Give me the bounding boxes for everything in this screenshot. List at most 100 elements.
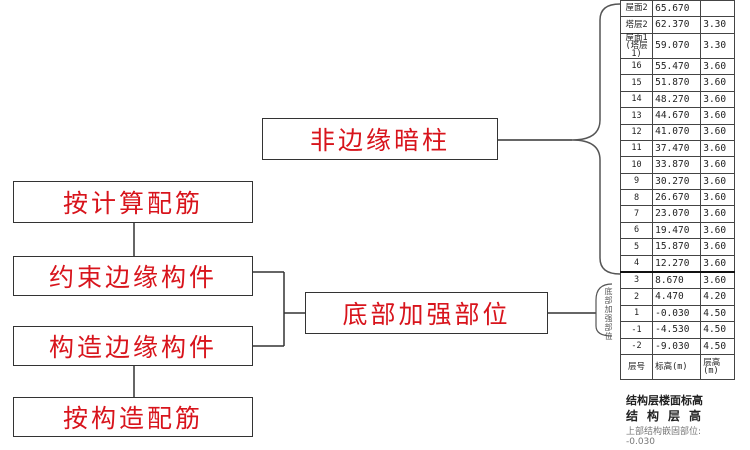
caption-floor-height: 结构层高 (626, 409, 711, 423)
caption-floor-elevation: 结构层楼面标高 (626, 394, 703, 407)
table-cell-floor: 2 (619, 288, 654, 306)
table-cell-floor: -2 (619, 337, 654, 356)
table-cell-floor: 塔层2 (619, 16, 654, 34)
table-cell-elev: 62.370 (652, 16, 702, 34)
table-cell-floor: 6 (619, 221, 654, 240)
table-cell-height: 3.60 (700, 74, 735, 92)
table-cell-height: 3.30 (700, 16, 735, 34)
table-cell-height (700, 0, 735, 18)
table-cell-elev: -0.030 (652, 304, 702, 323)
table-cell-elev: -9.030 (652, 337, 702, 356)
table-cell-elev: 33.870 (652, 156, 702, 174)
table-cell-height: 3.60 (700, 238, 735, 256)
box-bottom-strengthened-zone: 底部加强部位 (305, 292, 548, 334)
box-by-calculation-reinforcement: 按计算配筋 (13, 181, 253, 223)
table-cell-floor: 9 (619, 172, 654, 191)
table-cell-elev: 15.870 (652, 238, 702, 256)
table-cell-floor: 屋面1(塔层1) (619, 32, 654, 59)
box-non-edge-hidden-column: 非边缘暗柱 (262, 118, 498, 160)
table-cell-height: 3.60 (700, 189, 735, 207)
table-cell-elev: 41.070 (652, 123, 702, 141)
table-header-height: 层高(m) (700, 354, 735, 380)
table-cell-elev: 30.270 (652, 172, 702, 191)
small-bracket (595, 283, 613, 337)
table-cell-height: 3.60 (700, 156, 735, 174)
table-cell-height: 4.50 (700, 337, 735, 356)
table-cell-elev: 51.870 (652, 74, 702, 92)
table-cell-elev: 44.670 (652, 107, 702, 125)
caption-embed-note: 上部结构嵌固部位:-0.030 (626, 427, 702, 447)
table-cell-floor: 12 (619, 123, 654, 141)
table-cell-elev: 65.670 (652, 0, 702, 18)
table-cell-floor: 15 (619, 74, 654, 92)
table-cell-floor: 8 (619, 189, 654, 207)
table-cell-elev: 37.470 (652, 139, 702, 158)
table-cell-height: 3.60 (700, 172, 735, 191)
table-cell-floor: 16 (619, 57, 654, 76)
table-cell-elev: 19.470 (652, 221, 702, 240)
table-cell-height: 3.60 (700, 90, 735, 109)
table-cell-elev: 48.270 (652, 90, 702, 109)
table-cell-floor: -1 (619, 321, 654, 339)
table-cell-floor: 11 (619, 139, 654, 158)
table-cell-height: 4.50 (700, 321, 735, 339)
table-cell-height: 3.60 (700, 107, 735, 125)
box-constrained-edge-member: 约束边缘构件 (13, 256, 253, 296)
box-structural-edge-member: 构造边缘构件 (13, 326, 253, 366)
table-cell-height: 3.60 (700, 271, 735, 290)
table-cell-floor: 3 (619, 271, 654, 290)
table-cell-elev: 8.670 (652, 271, 702, 290)
table-cell-height: 4.20 (700, 288, 735, 306)
table-cell-floor: 5 (619, 238, 654, 256)
table-header-floor: 层号 (619, 354, 654, 380)
table-cell-elev: 59.070 (652, 32, 702, 59)
table-header-elev: 标高(m) (652, 354, 702, 380)
table-cell-floor: 1 (619, 304, 654, 323)
table-cell-elev: 4.470 (652, 288, 702, 306)
table-cell-floor: 13 (619, 107, 654, 125)
table-cell-floor: 屋面2 (619, 0, 654, 18)
table-cell-height: 3.60 (700, 57, 735, 76)
curly-brace (571, 3, 621, 275)
table-cell-elev: 26.670 (652, 189, 702, 207)
table-cell-floor: 4 (619, 254, 654, 273)
table-header-row: 层号标高(m)层高(m) (619, 354, 735, 380)
side-label-bottom-zone: 底部加强部位 (604, 287, 613, 341)
table-cell-elev: 12.270 (652, 254, 702, 273)
table-cell-height: 4.50 (700, 304, 735, 323)
table-cell-height: 3.60 (700, 221, 735, 240)
table-cell-height: 3.60 (700, 139, 735, 158)
table-cell-elev: 23.070 (652, 205, 702, 223)
table-cell-floor: 7 (619, 205, 654, 223)
table-cell-height: 3.30 (700, 32, 735, 59)
table-cell-height: 3.60 (700, 254, 735, 273)
table-cell-floor: 10 (619, 156, 654, 174)
table-cell-elev: 55.470 (652, 57, 702, 76)
box-by-structural-reinforcement: 按构造配筋 (13, 397, 253, 437)
table-cell-height: 3.60 (700, 123, 735, 141)
table-cell-height: 3.60 (700, 205, 735, 223)
table-cell-floor: 14 (619, 90, 654, 109)
